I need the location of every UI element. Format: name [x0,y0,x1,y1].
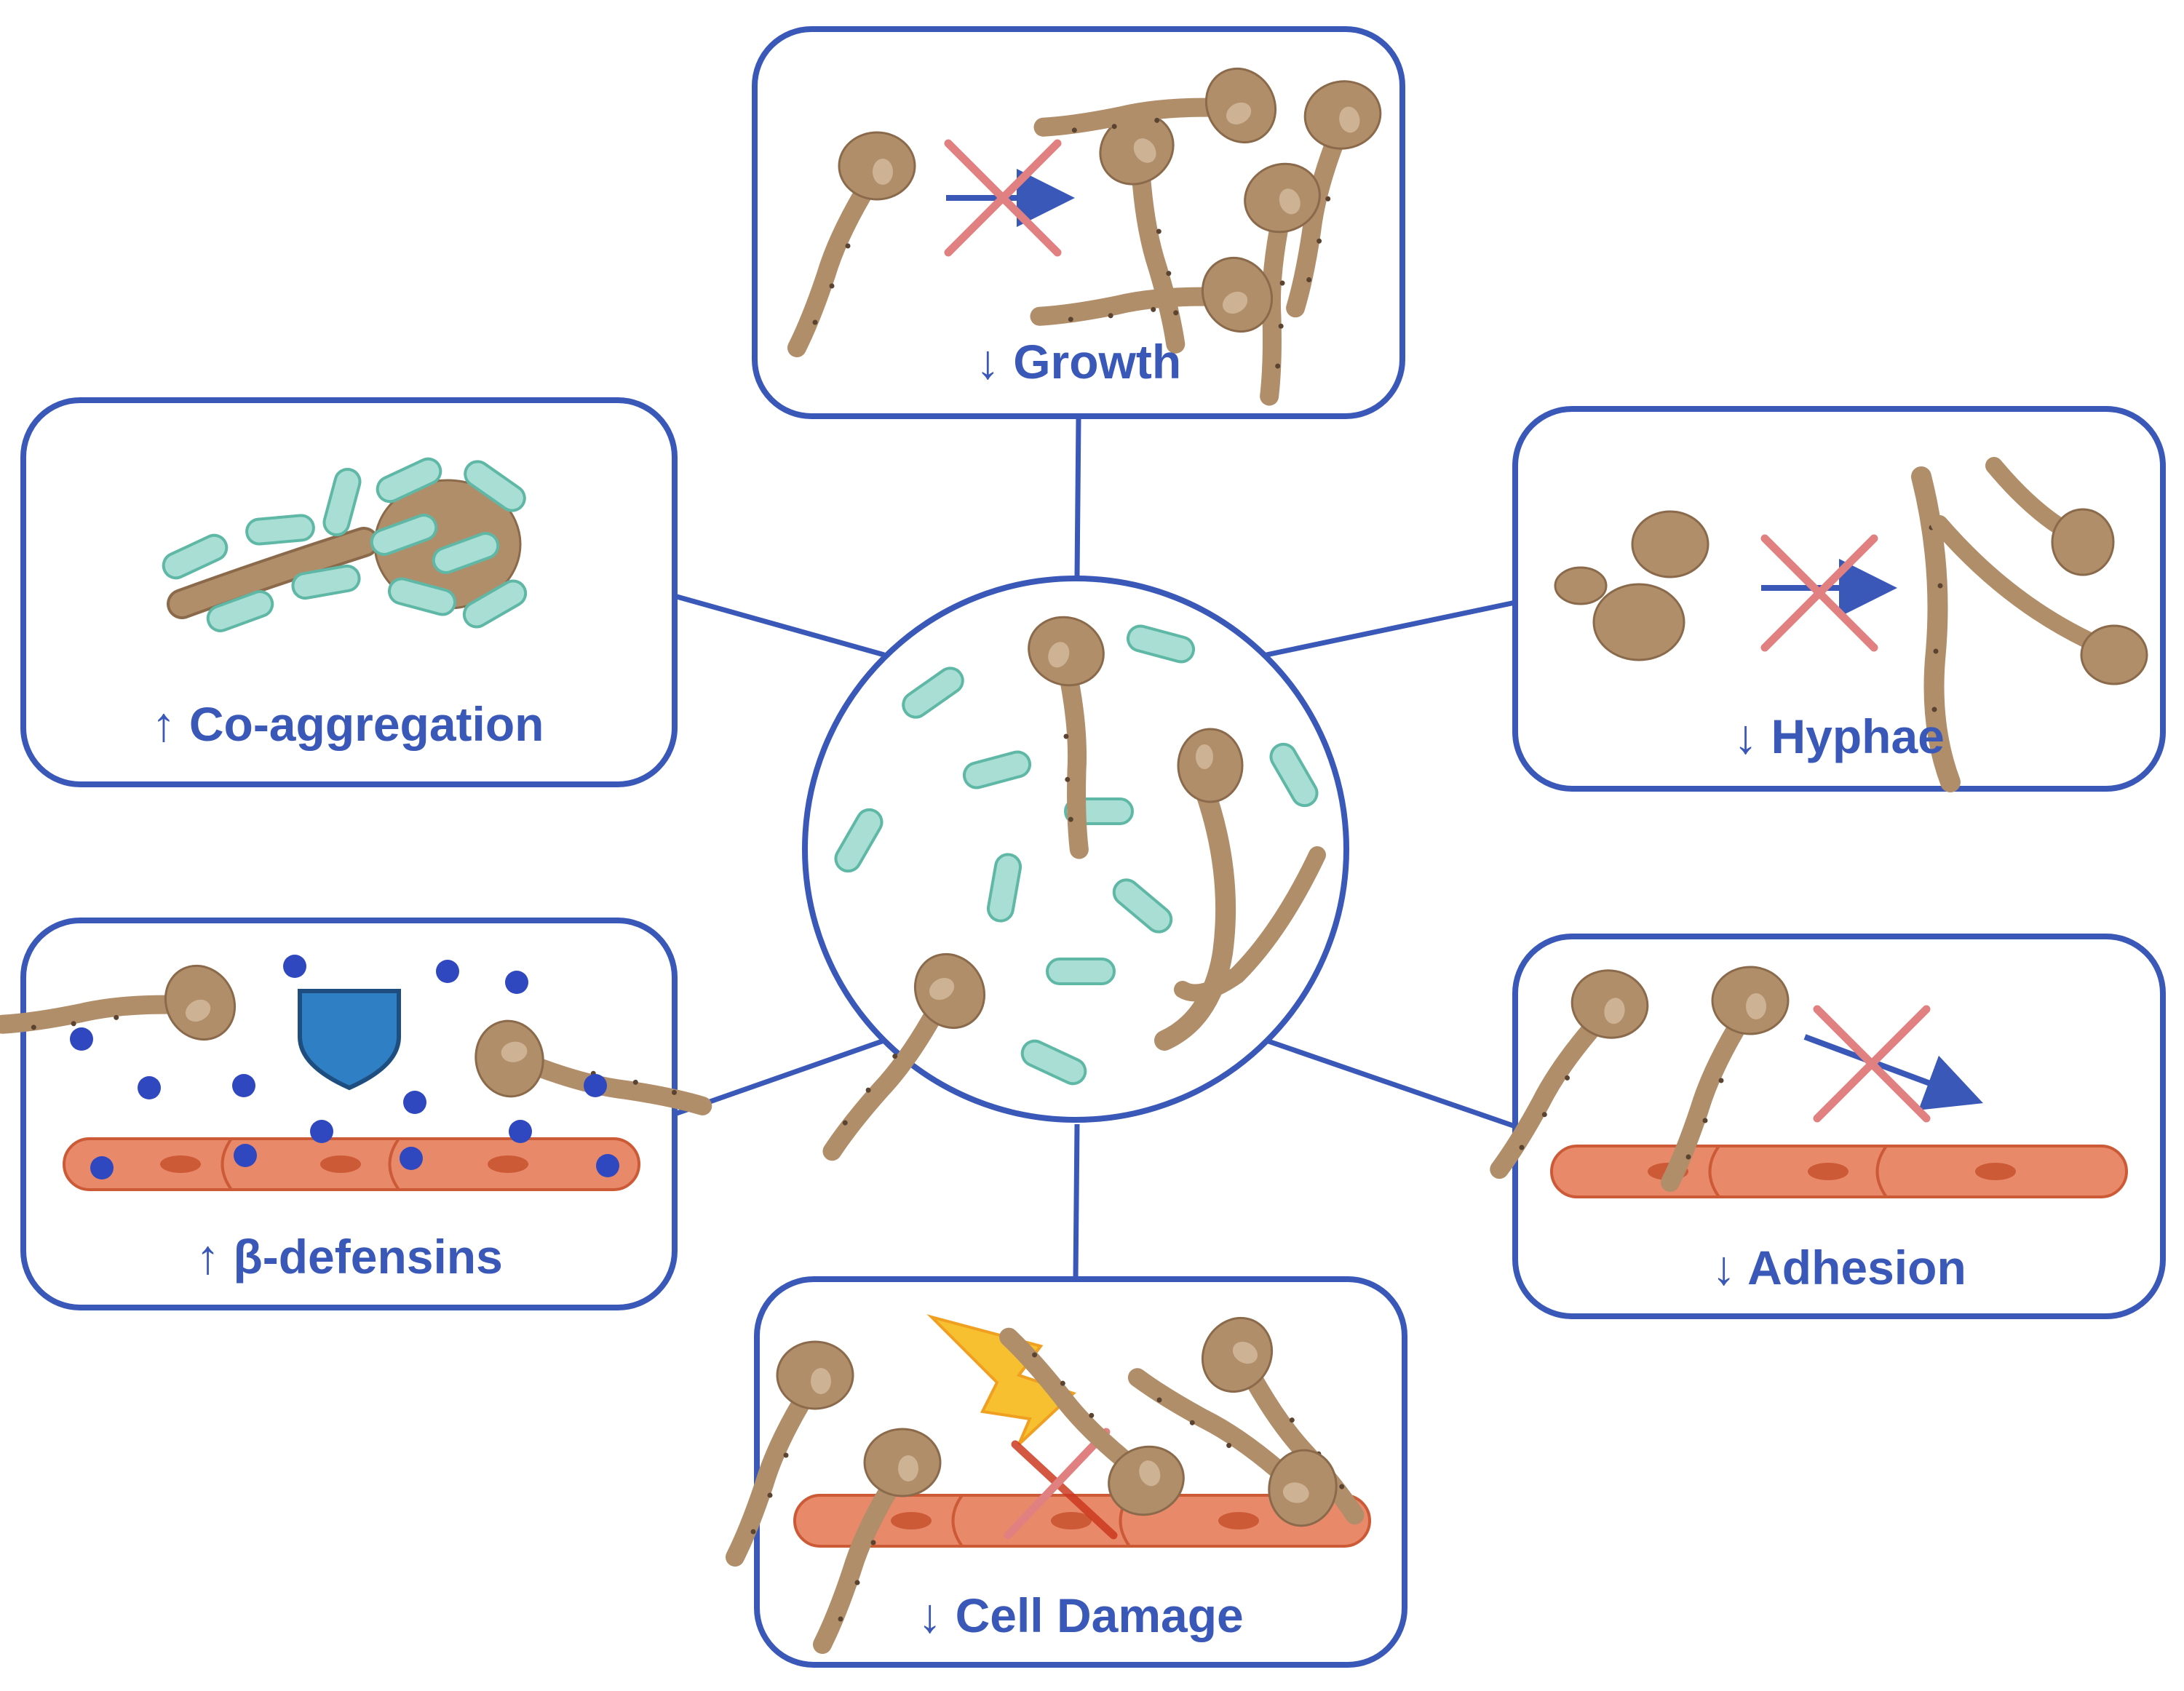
connector-defensins [675,1038,886,1116]
panel-hyphae: ↓ Hyphae [1512,406,2166,789]
label-text: Cell Damage [956,1588,1244,1642]
yeast-cell [2080,624,2148,685]
decrease-arrow-icon: ↓ [1734,709,1758,763]
cross-icon [1011,1440,1118,1540]
panel-adhesion-label: ↓ Adhesion [1712,1241,1966,1294]
panel-coaggregation: ↑ Co-aggregation [20,397,678,787]
label-text: Co-aggregation [189,697,544,751]
panel-cell-damage: ↓ Cell Damage [735,1276,1414,1668]
increase-arrow-icon: ↑ [196,1230,220,1284]
connector-adhesion [1265,1038,1517,1129]
cross-icon [1004,1428,1111,1540]
yeast-cell [2051,508,2115,576]
bacterium-rod [244,513,317,546]
yeast-cell [1592,583,1685,661]
hyphal-yeast [1154,728,1326,1051]
hypha-branch [1931,515,2105,653]
increase-arrow-icon: ↑ [152,697,176,751]
label-text: Hyphae [1771,709,1944,763]
panel-cell-damage-label: ↓ Cell Damage [918,1588,1244,1642]
bacterium-rod [1046,958,1116,985]
epithelium [1550,1145,2128,1198]
panel-defensins-label: ↑ β-defensins [196,1230,503,1284]
shield-icon [298,988,401,1091]
panel-adhesion: ↓ Adhesion [1499,934,2166,1319]
panel-growth: ↓ Growth [752,20,1412,418]
arrow-icon [1803,1034,1983,1110]
panel-hyphae-label: ↓ Hyphae [1734,709,1945,763]
yeast-cell [1631,510,1710,578]
label-text: β-defensins [233,1230,502,1284]
connector-coaggregation [676,594,885,658]
decrease-arrow-icon: ↓ [1712,1241,1736,1294]
connector-growth [1074,418,1081,577]
connector-hyphae [1266,600,1516,658]
label-text: Adhesion [1747,1241,1966,1294]
panel-growth-label: ↓ Growth [976,335,1181,389]
connector-cell-damage [1073,1123,1080,1280]
label-text: Growth [1013,335,1181,389]
defensin-dots [70,955,619,1179]
connectors [675,418,1517,1280]
yeast-cell [1554,566,1608,605]
epithelium [63,1137,640,1191]
decrease-arrow-icon: ↓ [918,1588,942,1642]
panel-defensins: ↑ β-defensins [2,917,702,1310]
panel-coaggregation-label: ↑ Co-aggregation [152,697,544,751]
center-microbiome [773,576,1349,1151]
decrease-arrow-icon: ↓ [976,335,1000,389]
